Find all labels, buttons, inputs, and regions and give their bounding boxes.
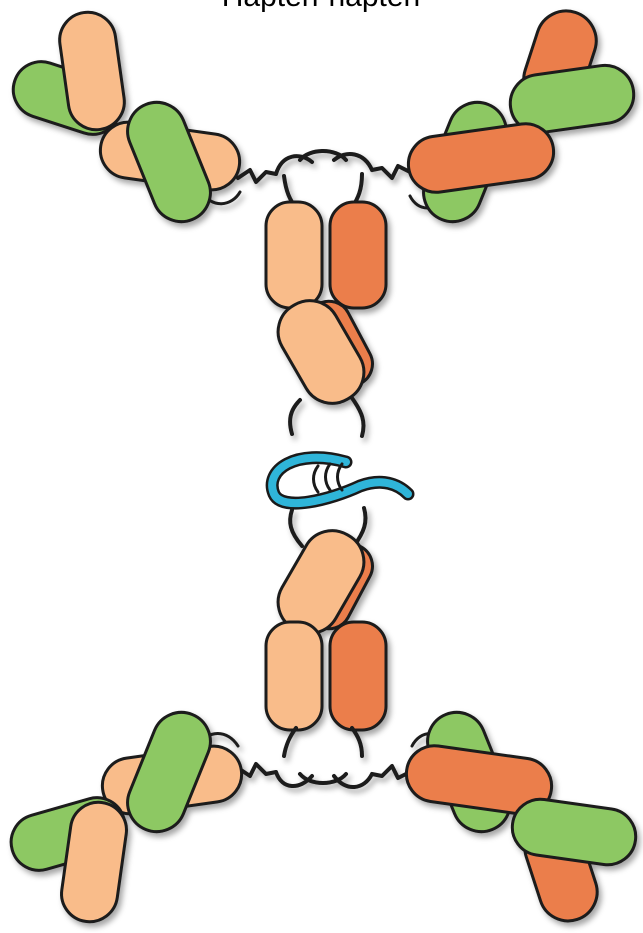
top-left-fab-arm — [6, 9, 243, 231]
bottom-hinge-right-up — [352, 728, 362, 756]
top-fc-heavy-chain-right-ch2 — [330, 202, 386, 308]
bottom-fc-tail-left — [290, 510, 302, 546]
top-fc-tail-left — [290, 400, 300, 434]
top-fc-tail-right — [352, 398, 364, 436]
top-right-fab-arm — [405, 3, 638, 230]
bottom-left-fab-arm — [5, 704, 246, 926]
hapten-binding-line-2 — [326, 464, 331, 490]
bottom-fc-heavy-chain-right-ch2 — [330, 622, 386, 730]
bottom-hinge-left-up — [284, 728, 296, 756]
diagram-title: Hapten-hapten — [222, 0, 421, 13]
top-fc-heavy-chain-left-ch2 — [266, 202, 322, 308]
top-right-heavy-chain-lower — [405, 120, 557, 196]
hapten-binding-line-1 — [314, 466, 319, 492]
bottom-fc-heavy-chain-left-ch2 — [266, 622, 322, 730]
bottom-right-fab-arm — [403, 704, 639, 929]
top-antibody — [6, 3, 637, 436]
bottom-antibody — [5, 508, 640, 928]
hapten-binding-line-3 — [338, 464, 343, 490]
hapten-hapten-linker — [272, 458, 408, 503]
